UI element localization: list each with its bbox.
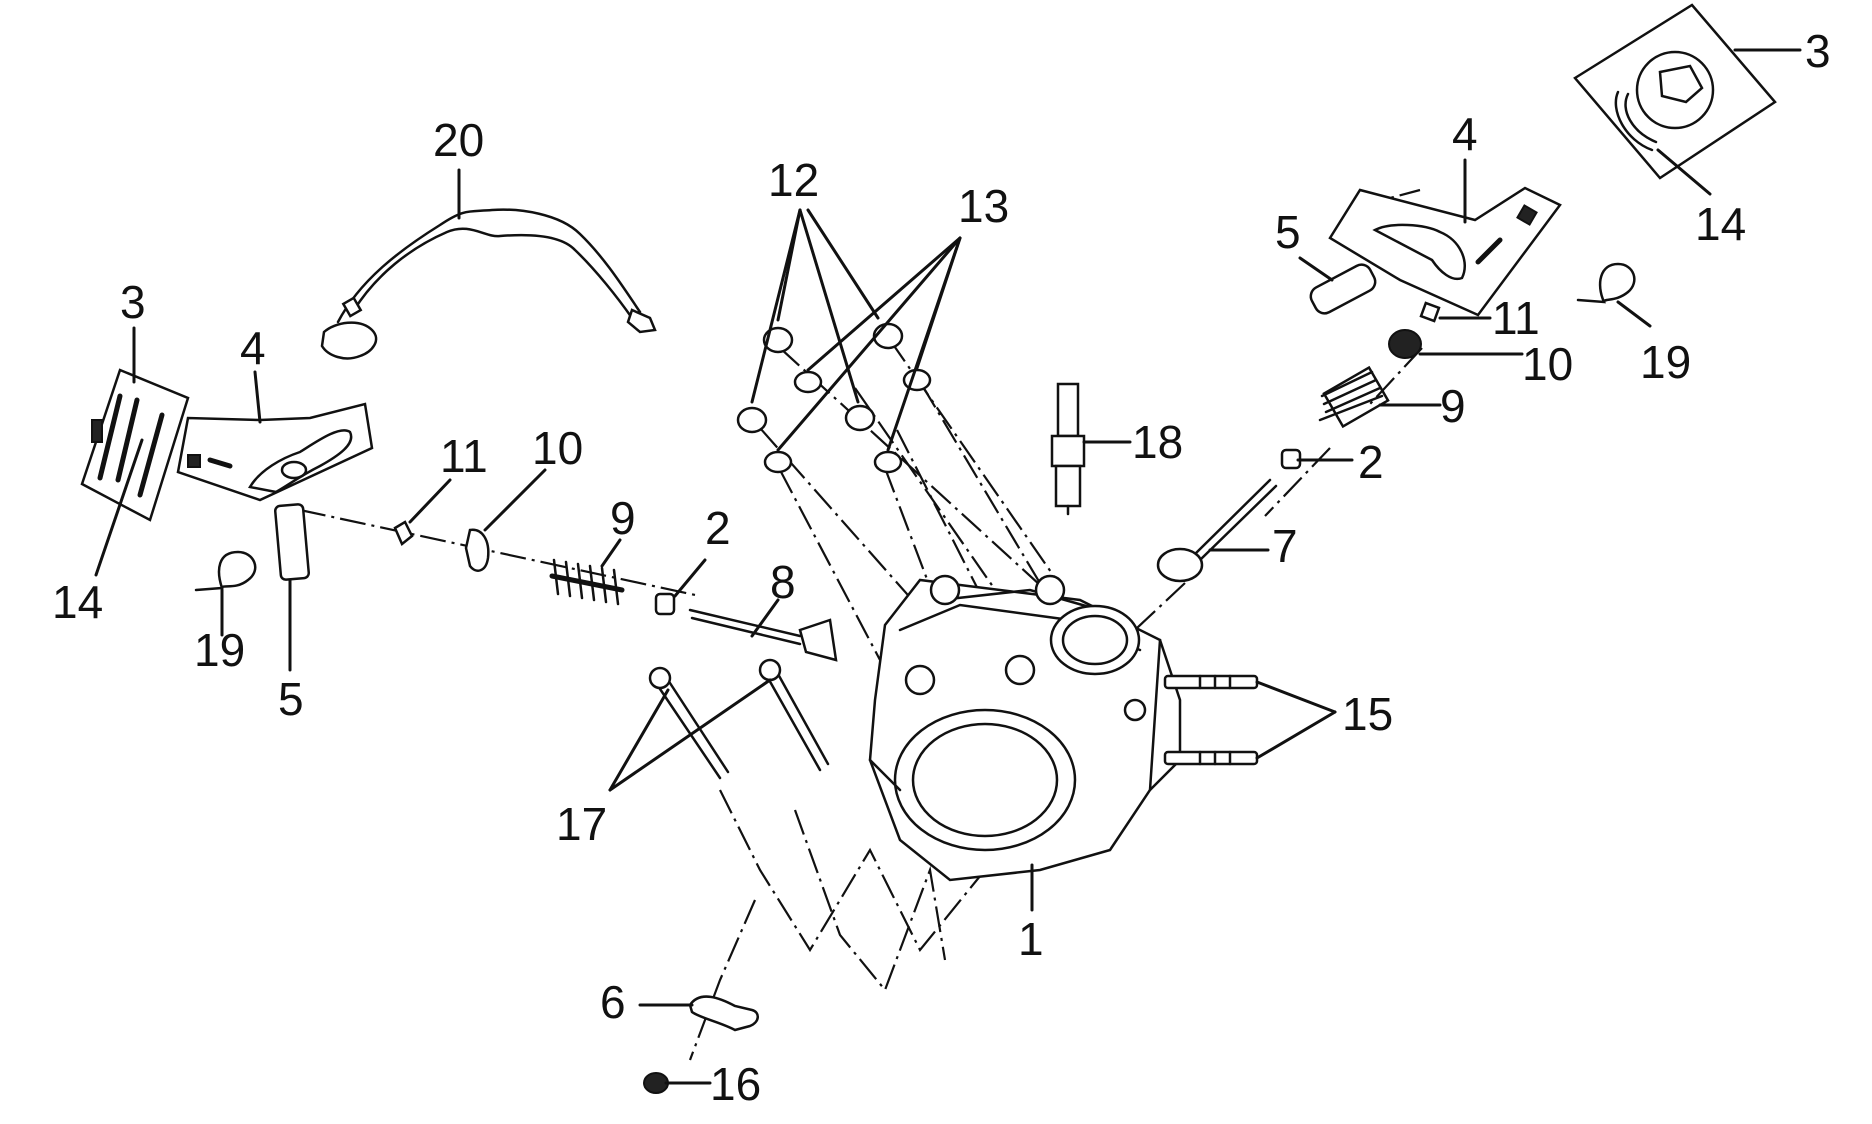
valve-spring-left [549, 558, 625, 606]
callout-3-right: 3 [1805, 25, 1831, 77]
spark-plug [1050, 382, 1086, 516]
callout-14-left: 14 [52, 576, 103, 628]
callout-17: 17 [556, 798, 607, 850]
callout-15: 15 [1342, 688, 1393, 740]
bracket [688, 995, 759, 1032]
bolts [648, 658, 830, 780]
callout-20: 20 [433, 114, 484, 166]
callout-18: 18 [1132, 416, 1183, 468]
callout-19-left: 19 [194, 624, 245, 676]
callout-5-left: 5 [278, 673, 304, 725]
callout-9-left: 9 [610, 492, 636, 544]
rocker-arm-right [1328, 186, 1562, 317]
oil-filler-cap-kit-right [1573, 3, 1777, 180]
callout-4-left: 4 [240, 322, 266, 374]
left-valve-train [273, 503, 838, 662]
callout-2-left: 2 [705, 502, 731, 554]
callout-4-right: 4 [1452, 108, 1478, 160]
callout-11-left: 11 [440, 430, 488, 482]
callout-labels: 20 12 13 3 4 11 10 9 2 8 14 19 5 17 1 6 … [52, 25, 1831, 1110]
callout-13: 13 [958, 180, 1009, 232]
right-valve-train [1156, 263, 1441, 583]
head-nuts-and-washers [736, 322, 932, 474]
callout-6: 6 [600, 976, 626, 1028]
cylinder-head [868, 574, 1182, 882]
callout-8: 8 [770, 556, 796, 608]
callout-14-right: 14 [1695, 198, 1746, 250]
clip-right [1576, 262, 1636, 304]
callout-2-right: 2 [1358, 436, 1384, 488]
callout-16: 16 [710, 1058, 761, 1110]
callout-1: 1 [1018, 913, 1044, 965]
oil-pipe [320, 208, 657, 360]
rocker-arm-left [176, 402, 374, 502]
bracket-bolt [643, 1072, 669, 1094]
callout-12: 12 [768, 154, 819, 206]
callout-11-right: 11 [1492, 292, 1540, 344]
callout-5-right: 5 [1275, 206, 1301, 258]
callout-3-left: 3 [120, 276, 146, 328]
studs [1163, 674, 1259, 766]
valve-spring-right [1318, 365, 1390, 429]
callout-7: 7 [1272, 520, 1298, 572]
callout-19-right: 19 [1640, 336, 1691, 388]
callout-10-left: 10 [532, 422, 583, 474]
callout-10-right: 10 [1522, 338, 1573, 390]
clip-left [194, 550, 257, 592]
callout-9-right: 9 [1440, 380, 1466, 432]
assembly-guide-lines [299, 188, 1423, 1061]
gasket-kit-left [80, 368, 190, 522]
leader-lines [94, 48, 1802, 1085]
